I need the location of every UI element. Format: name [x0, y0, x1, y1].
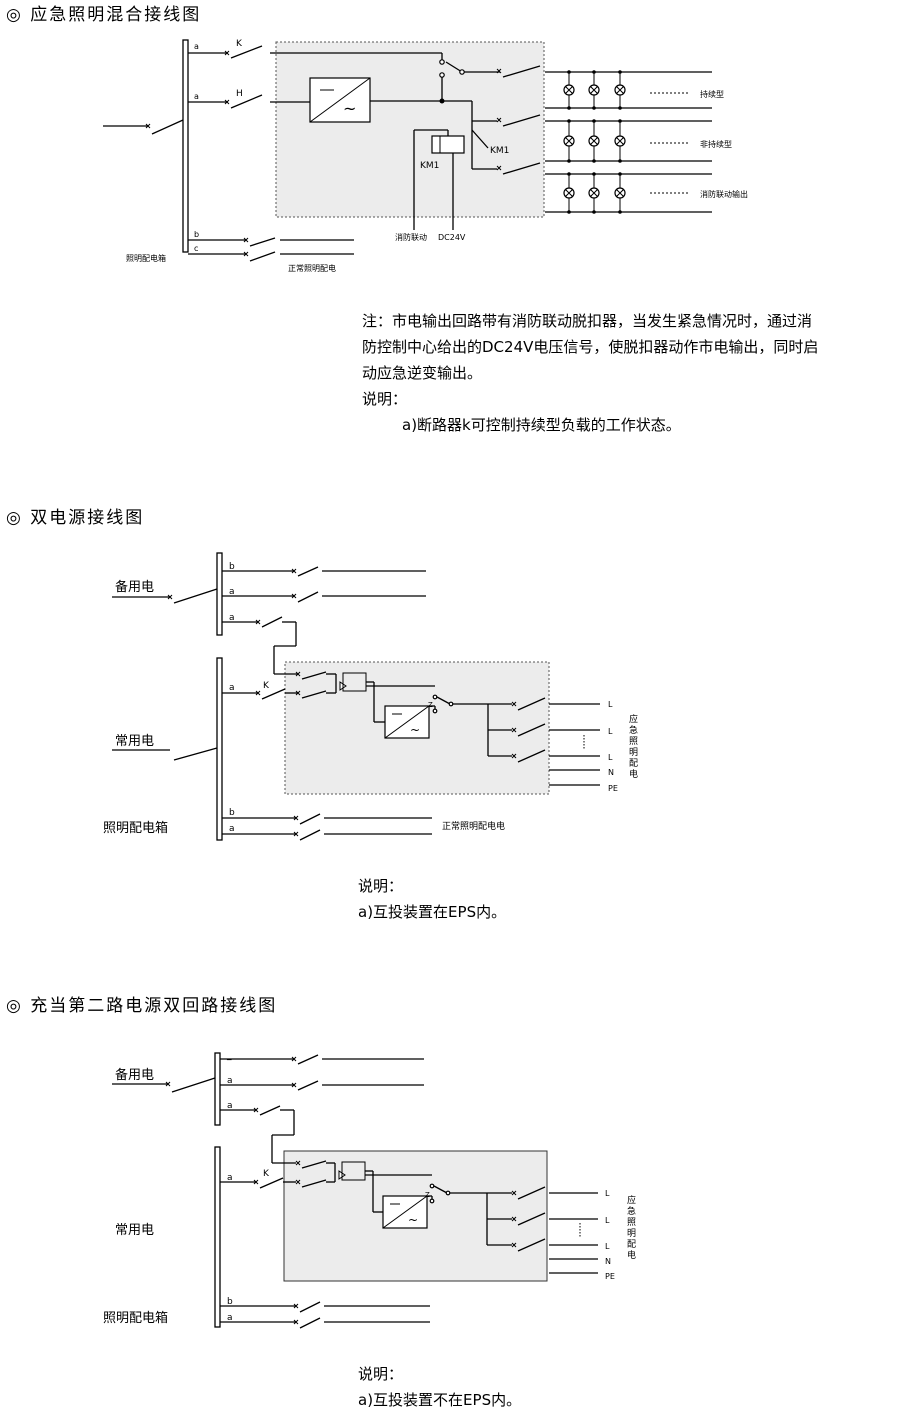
box-label-1: 照明配电箱 — [126, 253, 166, 263]
relay-km1 — [431, 135, 465, 154]
tap-c: c — [194, 244, 198, 253]
tap2-bot-a2: a — [229, 824, 235, 834]
note-1-line-1: 注：市电输出回路带有消防联动脱扣器，当发生紧急情况时，通过消 — [362, 312, 813, 330]
diagram-dual-source: 备用电 b a a 常用电 a K ~ Z — [103, 552, 638, 841]
out3-pe: PE — [605, 1272, 615, 1281]
ac-wave-glyph: ~ — [343, 99, 356, 118]
tap2-a1: a — [229, 587, 235, 597]
load-fire: 消防联动输出 — [700, 189, 748, 199]
bus-bottom-3 — [214, 1146, 221, 1328]
tap2-bot-b: b — [229, 808, 235, 818]
diagram-emergency-mixed: a a b c K H ~ KM1 KM1 消防联动 DC24V — [103, 39, 748, 273]
section-title-2: ◎ 双电源接线图 — [6, 508, 145, 528]
note-1: 注：市电输出回路带有消防联动脱扣器，当发生紧急情况时，通过消 防控制中心给出的D… — [362, 308, 818, 438]
section-title-1: ◎ 应急照明混合接线图 — [6, 5, 202, 25]
out3-l3: L — [605, 1242, 610, 1251]
note-1-line-4: 说明： — [362, 390, 408, 408]
out2-l1: L — [608, 700, 613, 709]
out3-l1: L — [605, 1189, 610, 1198]
tap3-bot-a2: a — [227, 1313, 233, 1323]
tap-b: b — [194, 230, 199, 239]
relay-label: KM1 — [420, 161, 439, 171]
tap3-bot-b: b — [227, 1297, 233, 1307]
bus-bar — [182, 39, 189, 253]
tap-a1: a — [194, 42, 199, 51]
bus-top-2 — [216, 552, 223, 636]
svg-text:~: ~ — [408, 1213, 418, 1227]
note-3: 说明： a)互投装置不在EPS内。 — [358, 1361, 521, 1413]
lamp-group-continuous — [563, 70, 626, 110]
side-label-3: 应急照明配电 — [625, 1194, 636, 1261]
main-label-3: 常用电 — [115, 1223, 154, 1238]
note-3-line-2: a)互投装置不在EPS内。 — [358, 1391, 522, 1409]
bus-top-3 — [214, 1052, 221, 1126]
eps-box — [275, 41, 545, 218]
lamp-group-fire — [563, 172, 626, 214]
tap3-bot-a: a — [227, 1173, 233, 1183]
note-2-line-2: a)互投装置在EPS内。 — [358, 903, 507, 921]
dc-label: DC24V — [438, 233, 466, 242]
backup-label-2: 备用电 — [115, 579, 154, 595]
out2-l2: L — [608, 727, 613, 736]
out2-pe: PE — [608, 784, 618, 793]
out2-l3: L — [608, 753, 613, 762]
tap2-a2: a — [229, 613, 235, 623]
note-1-line-2: 防控制中心给出的DC24V电压信号，使脱扣器动作市电输出，同时启 — [362, 338, 819, 356]
note-2: 说明： a)互投装置在EPS内。 — [358, 873, 506, 925]
tap2-bot-a: a — [229, 683, 235, 693]
out3-n: N — [605, 1257, 611, 1266]
note-1-line-5: a)断路器k可控制持续型负载的工作状态。 — [402, 416, 681, 434]
tap3-a2: a — [227, 1101, 233, 1111]
normal-label-2: 正常照明配电电 — [442, 820, 505, 832]
section-title-3: ◎ 充当第二路电源双回路接线图 — [6, 996, 278, 1016]
switch-h-label: H — [236, 89, 243, 99]
fire-link-label: 消防联动 — [395, 232, 427, 242]
out2-n: N — [608, 768, 614, 777]
tap3-top: _ — [226, 1051, 232, 1061]
tap2-b: b — [229, 562, 235, 572]
tap-a2: a — [194, 92, 199, 101]
load-continuous: 持续型 — [700, 89, 724, 99]
box-label-3: 照明配电箱 — [103, 1310, 168, 1326]
out3-l2: L — [605, 1216, 610, 1225]
svg-text:~: ~ — [410, 723, 420, 737]
load-noncontinuous: 非持续型 — [700, 139, 732, 149]
k-label-2: K — [263, 681, 270, 691]
note-3-line-1: 说明： — [358, 1365, 404, 1383]
diagram-second-source: 备用电 _ a a 常用电 a K ~ Z — [103, 1051, 636, 1329]
normal-label-1: 正常照明配电 — [288, 263, 336, 273]
box-label-2: 照明配电箱 — [103, 820, 168, 836]
z-label-2: Z — [428, 701, 433, 709]
z-label-3: Z — [425, 1191, 430, 1199]
switch-k-label: K — [236, 39, 243, 49]
contact-label: KM1 — [490, 146, 509, 156]
k-label-3: K — [263, 1169, 270, 1179]
note-1-line-3: 动应急逆变输出。 — [362, 364, 483, 382]
side-label-2: 应急照明配电 — [627, 713, 638, 780]
bus-bottom-2 — [216, 657, 223, 841]
backup-label-3: 备用电 — [115, 1067, 154, 1083]
main-label-2: 常用电 — [115, 734, 154, 749]
lamp-group-noncontinuous — [563, 119, 626, 163]
note-2-line-1: 说明： — [358, 877, 404, 895]
tap3-a1: a — [227, 1076, 233, 1086]
